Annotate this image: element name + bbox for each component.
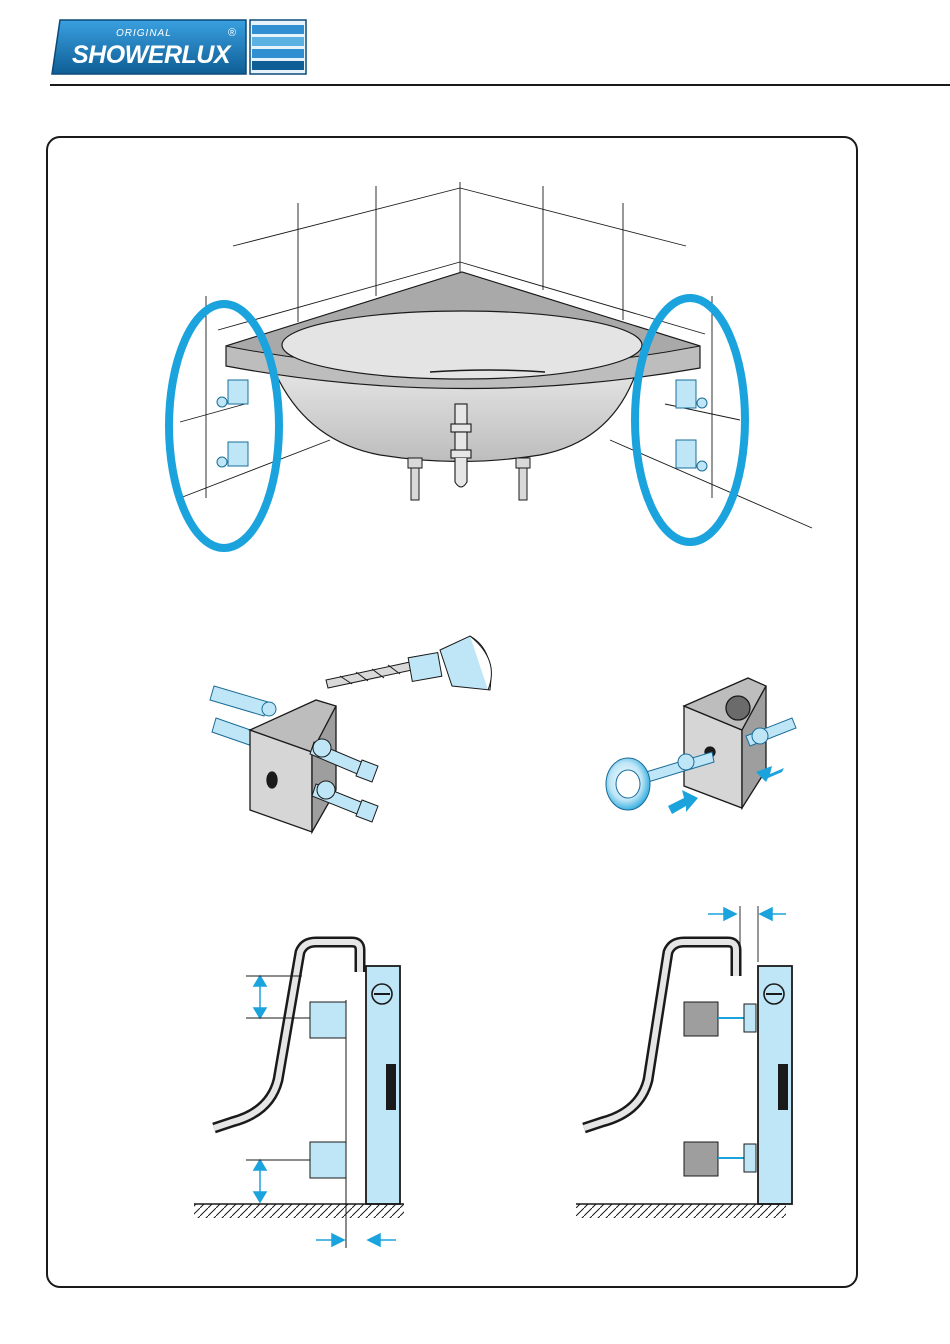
drill-bit-icon bbox=[326, 636, 491, 690]
bath-basin bbox=[282, 311, 642, 379]
side-section-left bbox=[194, 942, 404, 1248]
wall-brackets-right bbox=[676, 380, 707, 471]
wall-brackets-left bbox=[217, 380, 248, 467]
foot-assembly-scene bbox=[606, 678, 796, 814]
wall-bracket-icon bbox=[250, 700, 336, 832]
side-section-right bbox=[576, 906, 792, 1218]
blue-arrow-icon bbox=[668, 790, 698, 814]
corner-bath-scene bbox=[169, 182, 812, 548]
foot-brackets bbox=[684, 1002, 756, 1176]
highlight-left bbox=[169, 304, 279, 548]
wall-brackets bbox=[310, 1002, 346, 1178]
dimension-marks bbox=[708, 908, 786, 920]
bracket-assembly-scene bbox=[210, 636, 491, 832]
floor bbox=[194, 1204, 404, 1218]
floor bbox=[576, 1204, 786, 1218]
highlight-right bbox=[635, 298, 745, 542]
bath-feet bbox=[408, 458, 530, 500]
